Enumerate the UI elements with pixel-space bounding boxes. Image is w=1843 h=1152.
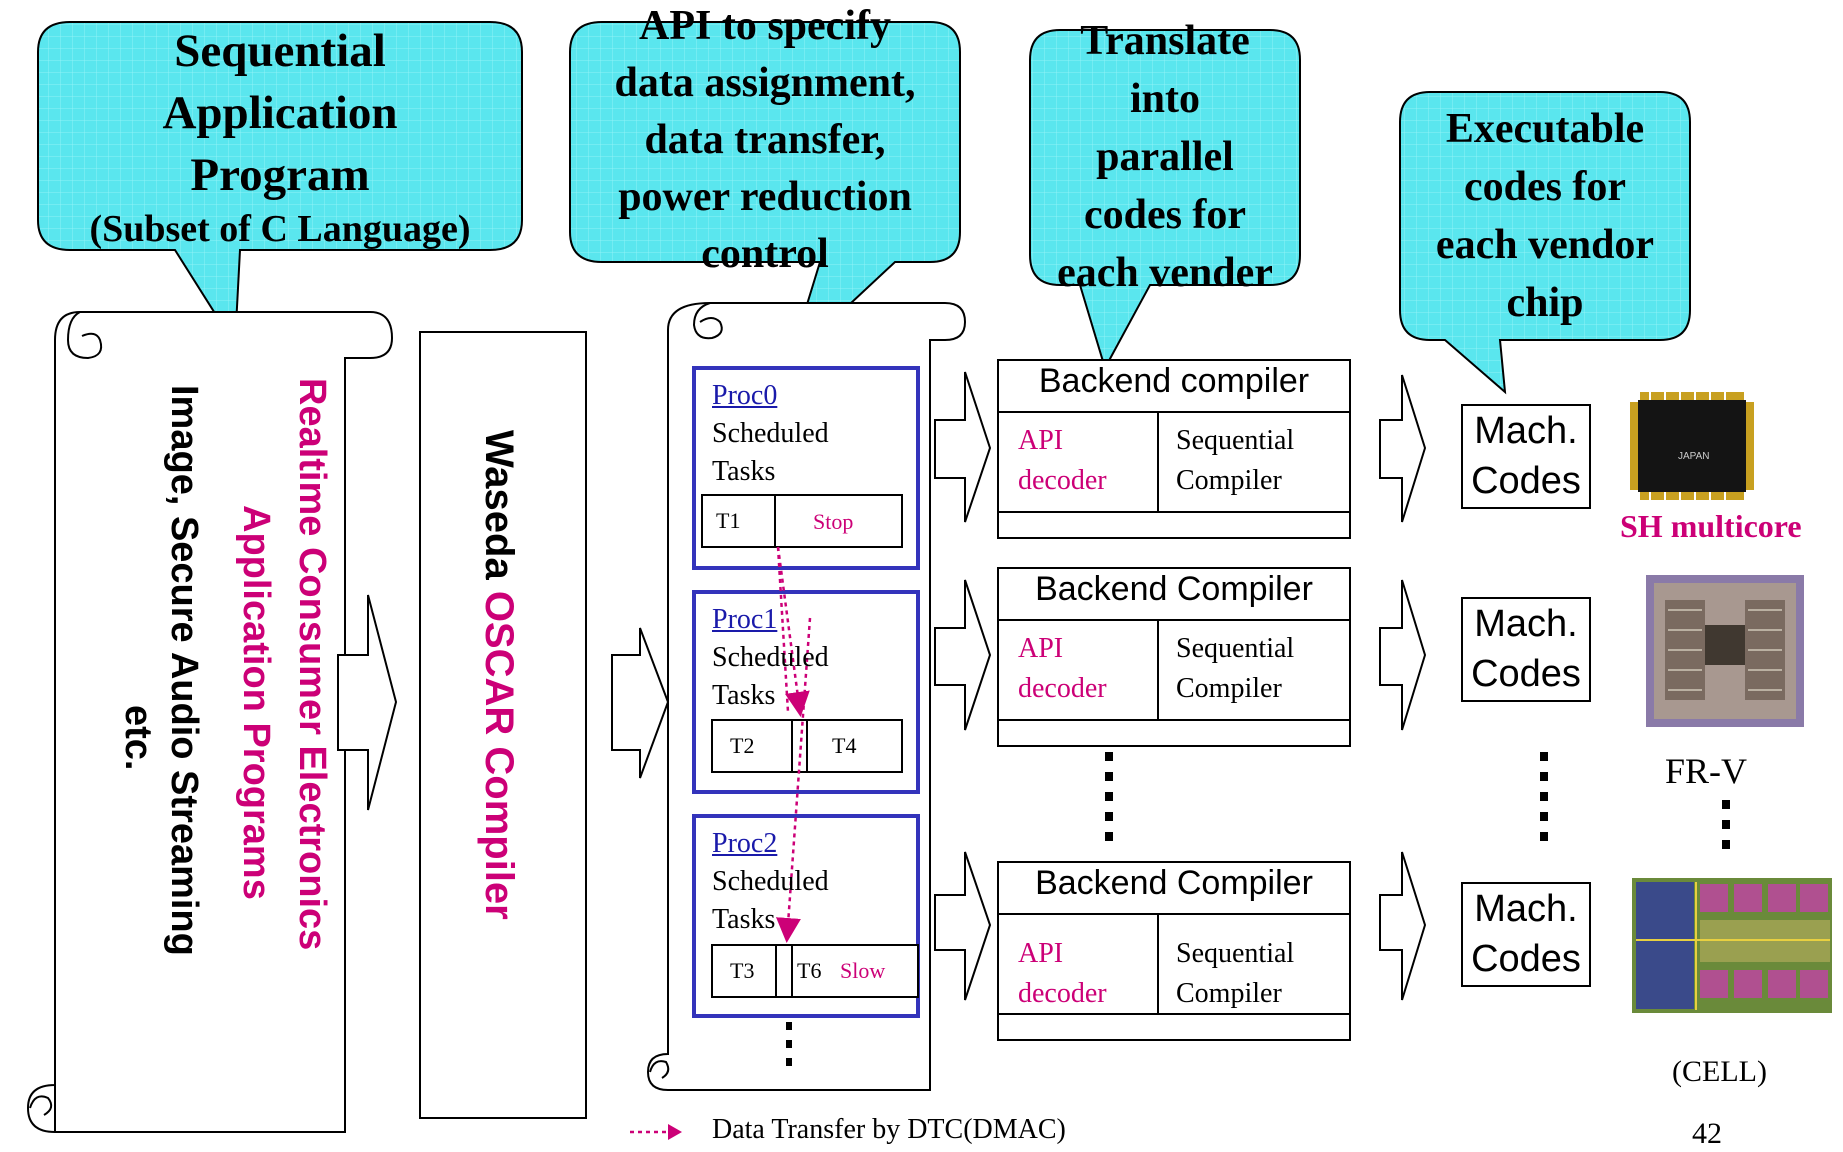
proc0-box bbox=[692, 366, 920, 570]
callout-executable bbox=[1399, 91, 1691, 395]
scroll-line-black-1: Image, Secure Audio Streaming bbox=[163, 385, 205, 956]
arrow-5 bbox=[934, 851, 992, 1001]
backend-3-title: Backend Compiler bbox=[1035, 864, 1313, 902]
backend-1-title: Backend compiler bbox=[1038, 362, 1310, 400]
backend-3-api-2: decoder bbox=[1018, 978, 1107, 1009]
callout-1-subtitle: (Subset of C Language) bbox=[89, 208, 471, 250]
proc1-label-2: Tasks bbox=[712, 680, 776, 711]
proc1-name: Proc1 bbox=[712, 604, 778, 635]
frv-chip-image bbox=[1646, 575, 1804, 727]
mach-codes-3-line-1: Mach. bbox=[1474, 888, 1578, 930]
backend-2-api-1: API bbox=[1018, 633, 1064, 664]
arrow-4 bbox=[934, 579, 992, 731]
compiler-prefix: Waseda bbox=[477, 430, 521, 591]
callout-1-line-2: Application bbox=[162, 87, 398, 139]
arrow-3 bbox=[934, 371, 992, 523]
arrow-8 bbox=[1379, 851, 1427, 1001]
proc1-label-1: Scheduled bbox=[712, 642, 829, 673]
scroll-line-magenta-1: Realtime Consumer Electronics bbox=[291, 378, 333, 951]
callout-1-line-1: Sequential bbox=[174, 25, 386, 77]
mach-codes-2-line-1: Mach. bbox=[1474, 603, 1578, 645]
backend-2-seq-1: Sequential bbox=[1176, 633, 1295, 664]
arrow-2 bbox=[611, 627, 670, 779]
backend-1-api-1: API bbox=[1018, 425, 1064, 456]
backend-1-seq-1: Sequential bbox=[1176, 425, 1295, 456]
ellipsis-dots bbox=[786, 752, 1730, 1066]
callout-3-line-4: codes for bbox=[1083, 192, 1247, 238]
scroll-application bbox=[26, 311, 394, 1133]
legend-swatch bbox=[630, 1124, 682, 1140]
callout-1-line-3: Program bbox=[190, 149, 370, 201]
sh-chip-marking: JAPAN bbox=[1678, 451, 1710, 462]
proc0-label-2: Tasks bbox=[712, 456, 776, 487]
mach-codes-1-line-2: Codes bbox=[1471, 460, 1581, 502]
proc1-task-t2: T2 bbox=[730, 733, 755, 758]
backend-stacks bbox=[997, 359, 1351, 1041]
proc1-task-t4: T4 bbox=[832, 733, 857, 758]
proc2-label-2: Tasks bbox=[712, 904, 776, 935]
scroll-line-magenta-2: Application Programs bbox=[235, 505, 277, 900]
backend-2-seq-2: Compiler bbox=[1176, 673, 1282, 704]
block-arrows bbox=[337, 371, 1427, 1001]
backend-2-api-2: decoder bbox=[1018, 673, 1107, 704]
proc0-stop: Stop bbox=[813, 509, 854, 534]
proc1-box bbox=[692, 590, 920, 794]
compiler-name: OSCAR Compiler bbox=[477, 590, 521, 920]
callout-2-line-5: control bbox=[701, 230, 829, 277]
oscar-compiler-box bbox=[419, 331, 587, 1119]
callout-2-text: API to specify data assignment, data tra… bbox=[575, 0, 955, 280]
proc0-label-1: Scheduled bbox=[712, 418, 829, 449]
data-transfer-arrows bbox=[775, 546, 812, 943]
proc2-box bbox=[692, 814, 920, 1018]
arrow-1 bbox=[337, 594, 398, 811]
task-rows bbox=[701, 494, 919, 998]
callout-translate bbox=[1029, 29, 1301, 371]
backend-1-seq-2: Compiler bbox=[1176, 465, 1282, 496]
compiler-title: Waseda OSCAR Compiler bbox=[476, 430, 521, 920]
backend-2-title: Backend Compiler bbox=[1035, 570, 1313, 608]
callout-3-line-2: into bbox=[1129, 76, 1200, 122]
callout-4-line-1: Executable bbox=[1445, 106, 1645, 152]
frv-label: FR-V bbox=[1665, 751, 1748, 791]
mach-codes-2-line-2: Codes bbox=[1471, 653, 1581, 695]
callout-3-line-5: each vender bbox=[1057, 250, 1273, 296]
legend-text: Data Transfer by DTC(DMAC) bbox=[712, 1114, 1066, 1145]
callout-4-line-2: codes for bbox=[1463, 164, 1627, 210]
mach-codes-3-line-2: Codes bbox=[1471, 938, 1581, 980]
callout-2-line-1: API to specify bbox=[639, 2, 891, 49]
scroll-line-black-2: etc. bbox=[117, 705, 159, 771]
backend-1-api-2: decoder bbox=[1018, 465, 1107, 496]
proc0-task-t1: T1 bbox=[716, 508, 741, 533]
callout-2-line-2: data assignment, bbox=[614, 59, 916, 106]
callout-2-line-3: data transfer, bbox=[644, 116, 886, 163]
callout-3-line-3: parallel bbox=[1096, 134, 1234, 180]
proc0-name: Proc0 bbox=[712, 380, 778, 411]
proc2-task-t3: T3 bbox=[730, 958, 755, 983]
cell-label: (CELL) bbox=[1672, 1055, 1767, 1088]
callout-2-line-4: power reduction bbox=[618, 173, 912, 220]
proc2-label-1: Scheduled bbox=[712, 866, 829, 897]
page-number: 42 bbox=[1692, 1117, 1722, 1150]
proc2-slow: Slow bbox=[840, 958, 886, 983]
callout-4-line-4: chip bbox=[1506, 280, 1584, 326]
sh-chip-image bbox=[1630, 392, 1754, 500]
mach-code-boxes bbox=[1461, 404, 1591, 987]
arrow-7 bbox=[1379, 579, 1427, 731]
backend-3-api-1: API bbox=[1018, 938, 1064, 969]
proc2-task-t6: T6 bbox=[797, 958, 822, 983]
callout-3-text: Translate into parallel codes for each v… bbox=[1030, 12, 1300, 302]
mach-codes-1-line-1: Mach. bbox=[1474, 410, 1578, 452]
callout-4-line-3: each vendor bbox=[1435, 222, 1655, 268]
backend-3-seq-2: Compiler bbox=[1176, 978, 1282, 1009]
cell-chip-image bbox=[1632, 878, 1832, 1013]
backend-3-seq-1: Sequential bbox=[1176, 938, 1295, 969]
callout-4-text: Executable codes for each vendor chip bbox=[1400, 92, 1690, 340]
arrow-6 bbox=[1379, 374, 1427, 523]
callout-1-text: Sequential Application Program (Subset o… bbox=[60, 22, 500, 250]
callout-sequential-application bbox=[37, 21, 523, 349]
proc2-name: Proc2 bbox=[712, 828, 778, 859]
sh-multicore-label: SH multicore bbox=[1620, 508, 1802, 544]
callout-3-line-1: Translate bbox=[1080, 18, 1250, 64]
